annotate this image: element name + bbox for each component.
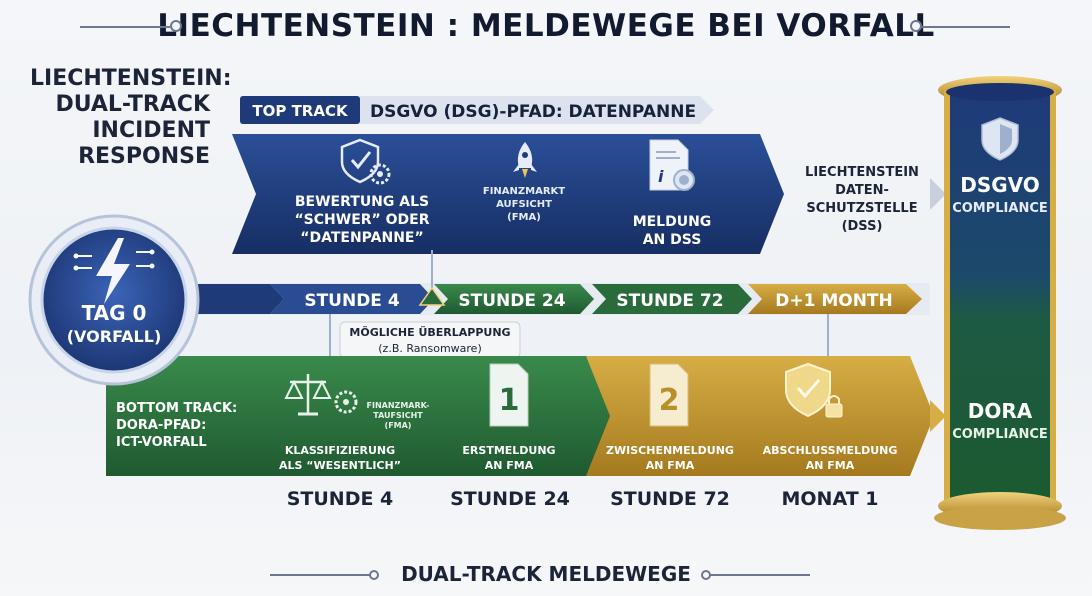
top-step-1-line: “SCHWER” ODER [294, 212, 429, 228]
title-decoration-left [80, 26, 170, 28]
rocket-icon [513, 142, 537, 178]
footer-dot-right [701, 570, 711, 580]
document-1-number: 1 [499, 383, 520, 418]
side-title: LIECHTENSTEIN: DUAL-TRACK INCIDENT RESPO… [30, 66, 232, 170]
top-track-tag-bg [240, 96, 360, 124]
bottom-step-1-line: ALS “WESENTLICH” [279, 459, 401, 472]
timeline-point: D+1 MONTH [775, 291, 893, 311]
footer-title: DUAL-TRACK MELDEWEGE [401, 562, 691, 586]
authority-line: DATEN- [835, 183, 889, 198]
compliance-top-line: DSGVO [960, 173, 1040, 197]
bottom-deadline: MONAT 1 [781, 488, 879, 510]
page-title: LIECHTENSTEIN : MELDEWEGE BEI VORFALL [157, 8, 935, 44]
timeline-seg-1 [270, 284, 434, 314]
pillar-rim-right [1050, 90, 1056, 506]
tag0-inner [40, 226, 188, 374]
bottom-step-1-sub: FINANZMARK- [367, 401, 430, 410]
side-title-line: RESPONSE [78, 144, 210, 169]
lightning-plug-icon [73, 238, 155, 304]
scales-gear-icon [284, 374, 358, 416]
bottom-chevron-1 [256, 356, 452, 476]
bottom-step-3-line: AN FMA [646, 459, 695, 472]
shield-icon [981, 117, 1019, 161]
compliance-top-line: COMPLIANCE [952, 201, 1048, 216]
title-decoration-dot-left [170, 20, 182, 32]
timeline-seg-4 [748, 284, 922, 314]
timeline-seg-3 [592, 284, 752, 314]
title-decoration-right [920, 26, 1010, 28]
timeline-point: STUNDE 24 [458, 291, 565, 311]
authority-line: SCHUTZSTELLE [806, 201, 917, 216]
document-1-icon [489, 363, 529, 427]
compliance-bottom-line: DORA [968, 399, 1033, 423]
document-2-icon [649, 363, 689, 427]
overlap-note-line: MÖGLICHE ÜBERLAPPUNG [349, 325, 510, 339]
bottom-step-4-line: AN FMA [806, 459, 855, 472]
side-title-line: LIECHTENSTEIN: [30, 66, 232, 91]
bottom-step-1-sub: (FMA) [385, 421, 412, 430]
overlap-note-line: (z.B. Ransomware) [378, 342, 481, 355]
top-track-label: DSGVO (DSG)-PFAD: DATENPANNE [370, 102, 696, 122]
pillar-rim-left [944, 90, 950, 506]
pillar-base [934, 506, 1066, 530]
bottom-step-2-line: ERSTMELDUNG [462, 444, 555, 457]
document-2-number: 2 [659, 383, 680, 418]
side-title-line: INCIDENT [92, 118, 210, 143]
svg-text:i: i [658, 167, 664, 186]
bottom-step-1-line: KLASSIFIZIERUNG [285, 444, 395, 457]
tag0-line: (VORFALL) [67, 327, 162, 346]
top-step-2-line: FINANZMARKT [483, 186, 565, 197]
bottom-deadline: STUNDE 4 [286, 488, 394, 510]
top-chevron-3 [584, 134, 784, 254]
top-step-2-line: AUFSICHT [496, 199, 552, 210]
shield-lock-icon [785, 362, 843, 418]
top-step-3-line: AN DSS [643, 232, 702, 248]
bottom-track-label-line: ICT-VORFALL [116, 435, 207, 450]
overlap-marker [418, 286, 446, 306]
top-chevron-1 [232, 134, 484, 254]
bottom-step-4-line: ABSCHLUSSMELDUNG [763, 444, 898, 457]
bottom-deadline: STUNDE 24 [450, 488, 570, 510]
bottom-deadline: STUNDE 72 [610, 488, 730, 510]
bottom-step-1-sub: TAUFSICHT [373, 411, 423, 420]
timeline-seg-2 [434, 284, 594, 314]
pillar-top-inner [946, 83, 1054, 101]
top-step-1-line: BEWERTUNG ALS [295, 194, 429, 210]
top-arrow-to-pillar [930, 178, 946, 210]
timeline-point: STUNDE 4 [304, 291, 400, 311]
tag0-line: TAG 0 [82, 301, 147, 325]
bottom-step-2-line: AN FMA [485, 459, 534, 472]
bottom-track-label-line: BOTTOM TRACK: [116, 401, 237, 416]
footer-dot-left [369, 570, 379, 580]
top-step-3-line: MELDUNG [633, 214, 712, 230]
timeline-seg-start [180, 284, 284, 314]
bottom-track-label-line: DORA-PFAD: [116, 418, 206, 433]
authority-line: LIECHTENSTEIN [805, 165, 919, 180]
shield-gear-icon [340, 138, 391, 185]
top-step-2-line: (FMA) [507, 212, 541, 223]
title-decoration-dot-right [910, 20, 922, 32]
top-chevron-2 [456, 134, 612, 254]
certificate-icon: i [649, 139, 695, 191]
bottom-step-3-line: ZWISCHENMELDUNG [606, 444, 734, 457]
bottom-arrow-to-pillar [930, 400, 946, 432]
authority-line: (DSS) [842, 219, 883, 234]
side-title-line: DUAL-TRACK [55, 92, 210, 117]
compliance-bottom-line: COMPLIANCE [952, 427, 1048, 442]
top-track-tag: TOP TRACK [252, 102, 349, 120]
top-step-1-line: “DATENPANNE” [300, 230, 423, 246]
timeline-point: STUNDE 72 [616, 291, 723, 311]
bottom-chevron-0 [106, 356, 284, 476]
